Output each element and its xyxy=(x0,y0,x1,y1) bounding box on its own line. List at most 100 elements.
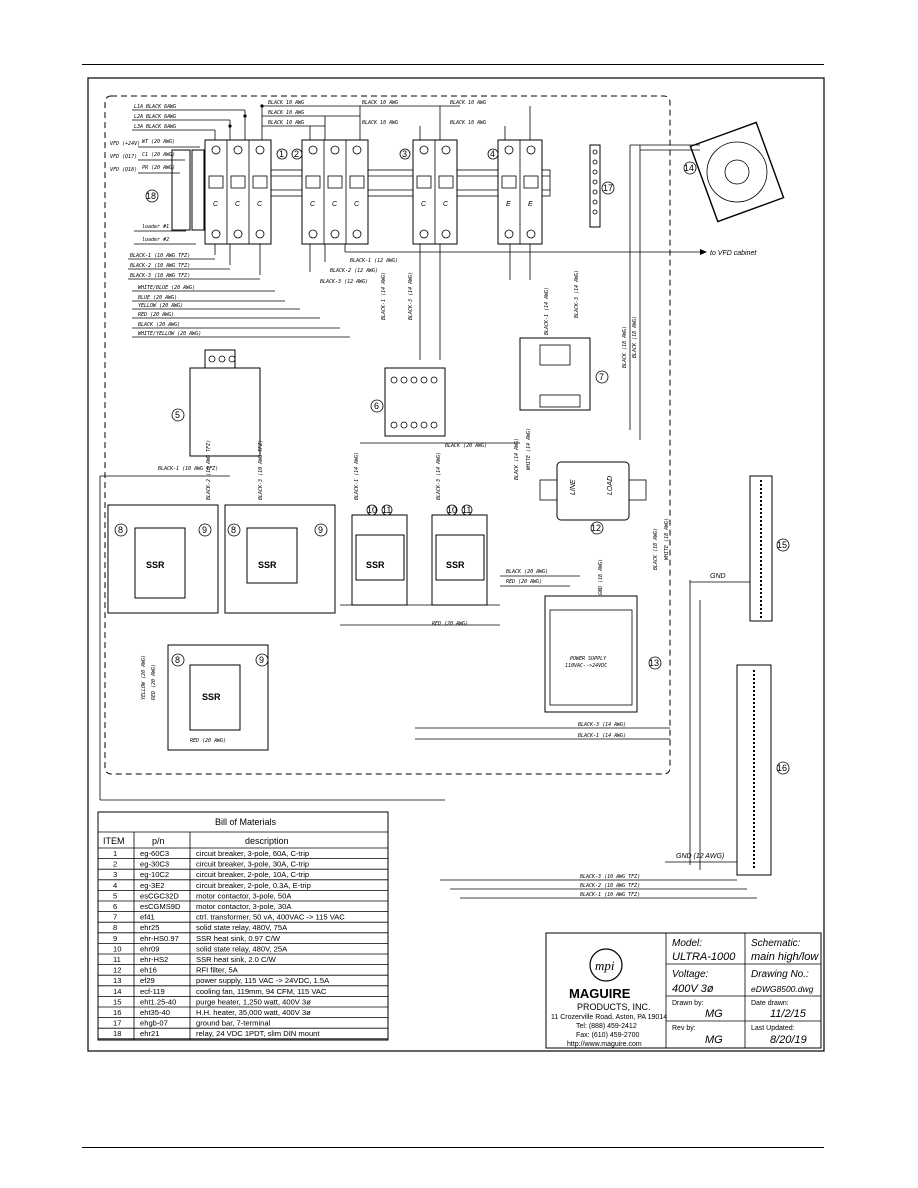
svg-text:PR (20 AWG): PR (20 AWG) xyxy=(142,165,175,171)
bom-description: H.H. heater, 35,000 watt, 400V 3ø xyxy=(196,1008,311,1017)
bom-description: motor contactor, 3-pole, 30A xyxy=(196,902,292,911)
wire-label-l2: L2A BLACK 6AWG xyxy=(134,114,176,120)
bom-pn: ehr-HS2 xyxy=(140,955,168,964)
svg-text:11: 11 xyxy=(382,505,391,515)
wire-label-b10g: BLACK 10 AWG xyxy=(450,120,486,126)
bom-item: 3 xyxy=(113,870,117,879)
svg-text:WHITE/BLUE (20 AWG): WHITE/BLUE (20 AWG) xyxy=(138,285,195,291)
bom-description: SSR heat sink, 0.97 C/W xyxy=(196,934,281,943)
svg-text:C1 (20 AWG): C1 (20 AWG) xyxy=(142,152,175,158)
bom-pn: eg-30C3 xyxy=(140,860,169,869)
schematic-label: Schematic: xyxy=(751,938,801,949)
svg-text:BLACK-2 (12 AWG): BLACK-2 (12 AWG) xyxy=(330,268,378,274)
company-sub: PRODUCTS, INC. xyxy=(577,1002,651,1012)
bom-item: 12 xyxy=(113,966,121,975)
company-logo-text: mpi xyxy=(595,958,615,973)
bom-pn: ehr-HS0.97 xyxy=(140,934,179,943)
svg-text:BLACK (18 AWG): BLACK (18 AWG) xyxy=(653,528,659,570)
svg-text:E: E xyxy=(528,201,533,208)
ssr-8-a: SSR 8 9 xyxy=(107,504,219,614)
company-logo xyxy=(589,948,623,982)
last-updated-label: Last Updated: xyxy=(751,1025,795,1032)
svg-text:RED (20 AWG): RED (20 AWG) xyxy=(151,664,157,700)
svg-text:BLACK-1 (14 AWG): BLACK-1 (14 AWG) xyxy=(354,452,360,500)
footer-rule xyxy=(82,1147,824,1148)
bom-description: solid state relay, 480V, 25A xyxy=(196,944,288,953)
svg-text:BLACK (18 AWG): BLACK (18 AWG) xyxy=(632,316,638,358)
svg-text:YELLOW (20 AWG): YELLOW (20 AWG) xyxy=(141,655,147,700)
svg-text:9: 9 xyxy=(318,525,323,535)
wire-label-b10a: BLACK 10 AWG xyxy=(268,100,304,106)
svg-text:VFD (Q18): VFD (Q18) xyxy=(110,167,137,173)
date-drawn-value: 11/2/15 xyxy=(770,1008,807,1020)
svg-text:YELLOW (20 AWG): YELLOW (20 AWG) xyxy=(138,303,183,309)
svg-text:BLUE (20 AWG): BLUE (20 AWG) xyxy=(138,295,177,301)
svg-text:5: 5 xyxy=(175,410,180,420)
bom-pn: eg-3E2 xyxy=(140,881,165,890)
cooling-fan-14: 14 xyxy=(683,121,785,223)
svg-text:3: 3 xyxy=(402,149,407,159)
purge-heater-15: 15 xyxy=(749,475,790,622)
svg-text:4: 4 xyxy=(490,149,495,159)
svg-text:BLACK (20 AWG): BLACK (20 AWG) xyxy=(138,322,180,328)
svg-text:14: 14 xyxy=(684,163,694,173)
date-drawn-label: Date drawn: xyxy=(751,1000,789,1007)
bom-item: 7 xyxy=(113,913,117,922)
bom-item: 11 xyxy=(113,955,121,964)
svg-text:9: 9 xyxy=(202,525,207,535)
cabinet-boundary xyxy=(104,95,671,775)
bom-description: cooling fan, 119mm, 94 CFM, 115 VAC xyxy=(196,987,327,996)
svg-text:8: 8 xyxy=(175,655,180,665)
svg-text:18: 18 xyxy=(146,191,156,201)
svg-text:WHITE (18 AWG): WHITE (18 AWG) xyxy=(664,518,670,560)
svg-text:POWER SUPPLY: POWER SUPPLY xyxy=(570,656,607,662)
bom-item: 1 xyxy=(113,849,117,858)
svg-text:BLACK-3 (14 AWG): BLACK-3 (14 AWG) xyxy=(578,722,626,728)
svg-text:BLACK-1 (12 AWG): BLACK-1 (12 AWG) xyxy=(350,258,398,264)
svg-text:BLACK-1 (14 AWG): BLACK-1 (14 AWG) xyxy=(578,733,626,739)
rev-by-label: Rev by: xyxy=(672,1025,696,1032)
svg-text:BLACK-1 (10 AWG TFZ): BLACK-1 (10 AWG TFZ) xyxy=(130,253,190,259)
bom-item: 10 xyxy=(113,944,121,953)
contactor-5: 5 xyxy=(171,349,261,457)
svg-text:VFD (Q17): VFD (Q17) xyxy=(110,154,137,160)
svg-text:8: 8 xyxy=(231,525,236,535)
wire-label-b10c: BLACK 10 AWG xyxy=(268,120,304,126)
to-vfd-label: to VFD cabinet xyxy=(710,250,757,257)
svg-text:RED (20 AWG): RED (20 AWG) xyxy=(190,738,226,744)
svg-text:VFD (+24V): VFD (+24V) xyxy=(110,141,140,147)
bom-pn: ehr21 xyxy=(140,1029,159,1038)
svg-text:10: 10 xyxy=(367,505,377,515)
wire-label-b10d: BLACK 10 AWG xyxy=(362,100,398,106)
company-web: http://www.maguire.com xyxy=(567,1041,642,1048)
svg-text:BLACK-3 (14 AWG): BLACK-3 (14 AWG) xyxy=(408,272,414,320)
bom-description: motor contactor, 3-pole, 50A xyxy=(196,891,292,900)
svg-text:BLACK-1 (14 AWG): BLACK-1 (14 AWG) xyxy=(544,287,550,335)
bom-pn: ehgb-07 xyxy=(140,1019,168,1028)
svg-text:BLACK (18 AWG): BLACK (18 AWG) xyxy=(622,326,628,368)
bom-item: 13 xyxy=(113,976,121,985)
company-fax: Fax: (610) 459-2700 xyxy=(576,1032,640,1039)
svg-text:RED (20 AWG): RED (20 AWG) xyxy=(506,579,542,585)
svg-text:LINE: LINE xyxy=(570,479,577,495)
bom-description: purge heater, 1,250 watt, 400V 3ø xyxy=(196,997,311,1006)
svg-text:16: 16 xyxy=(777,763,787,773)
svg-text:SSR: SSR xyxy=(202,692,221,702)
bom-description: SSR heat sink, 2.0 C/W xyxy=(196,955,277,964)
bom-pn: eh16 xyxy=(140,966,157,975)
svg-text:7: 7 xyxy=(599,372,604,382)
svg-text:BLACK (20 AWG): BLACK (20 AWG) xyxy=(445,443,487,449)
svg-text:8: 8 xyxy=(118,525,123,535)
svg-text:C: C xyxy=(443,201,449,208)
svg-text:RED (20 AWG): RED (20 AWG) xyxy=(138,312,174,318)
bom-item: 8 xyxy=(113,923,117,932)
svg-text:WHITE (14 AWG): WHITE (14 AWG) xyxy=(526,428,532,470)
svg-text:loader #2: loader #2 xyxy=(142,237,169,243)
ssr-8-b: SSR 8 9 xyxy=(167,644,269,751)
drawn-by-value: MG xyxy=(705,1008,723,1020)
bom-item: 17 xyxy=(113,1019,121,1028)
svg-text:BLACK-3 (14 AWG): BLACK-3 (14 AWG) xyxy=(574,270,580,318)
bom-item: 9 xyxy=(113,934,117,943)
bom-pn: eg-10C2 xyxy=(140,870,169,879)
